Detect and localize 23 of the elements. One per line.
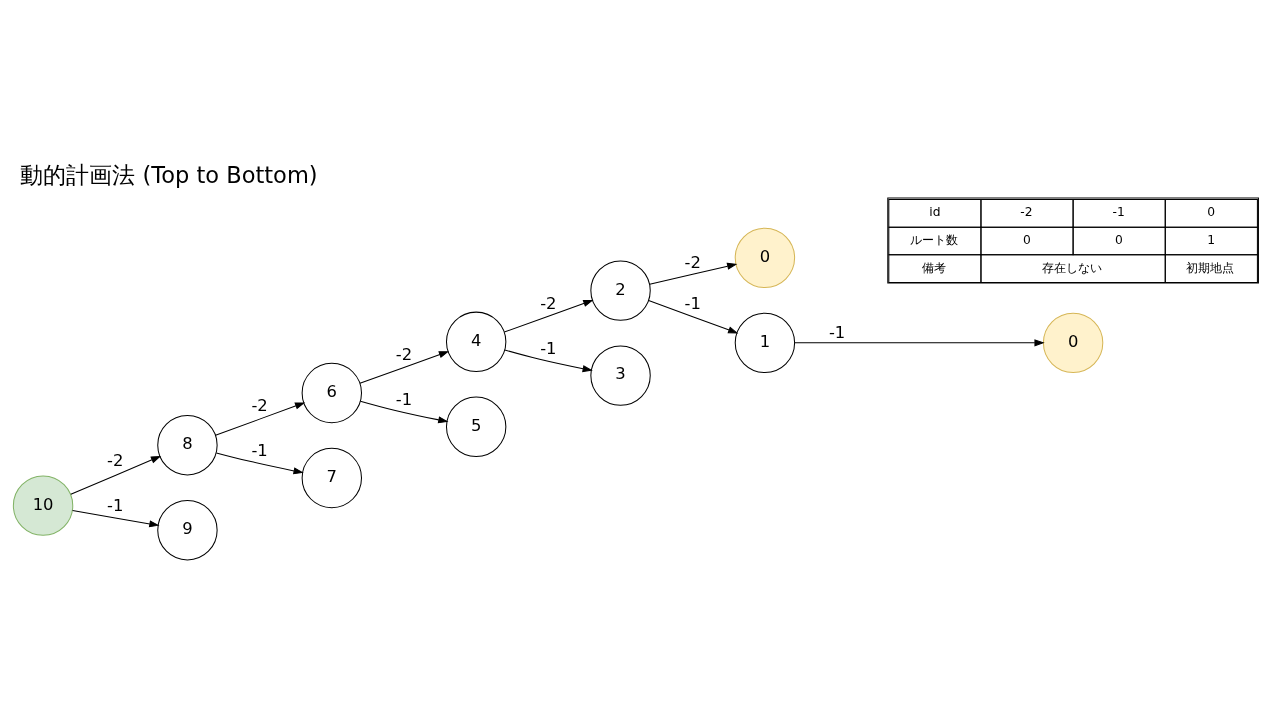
edge-label: -1 bbox=[107, 495, 124, 515]
edge-label: -1 bbox=[395, 389, 413, 409]
edge-label: -1 bbox=[828, 322, 846, 342]
label: 0 bbox=[1115, 232, 1123, 247]
edge-label: -2 bbox=[251, 395, 268, 415]
edge-label: -1 bbox=[251, 440, 268, 460]
label: 1 bbox=[1207, 232, 1216, 247]
edge-label: -2 bbox=[395, 344, 413, 364]
label: id bbox=[929, 204, 941, 219]
label: ルート数 bbox=[909, 232, 958, 247]
edge-label: -2 bbox=[540, 293, 557, 313]
label: -1 bbox=[1112, 204, 1125, 219]
label: 備考 bbox=[922, 260, 947, 275]
edge-label: -2 bbox=[684, 252, 701, 272]
label: -2 bbox=[1020, 204, 1033, 219]
label: 0 bbox=[1207, 204, 1216, 219]
label: 存在しない bbox=[1041, 260, 1102, 275]
label: 0 bbox=[1022, 232, 1031, 247]
edge-label: -1 bbox=[540, 338, 557, 358]
diagram-title: 動的計画法 (Top to Bottom) bbox=[20, 161, 318, 188]
label: 初期地点 bbox=[1186, 260, 1235, 275]
edge-label: -1 bbox=[684, 293, 701, 313]
edge-label: -2 bbox=[107, 450, 124, 469]
